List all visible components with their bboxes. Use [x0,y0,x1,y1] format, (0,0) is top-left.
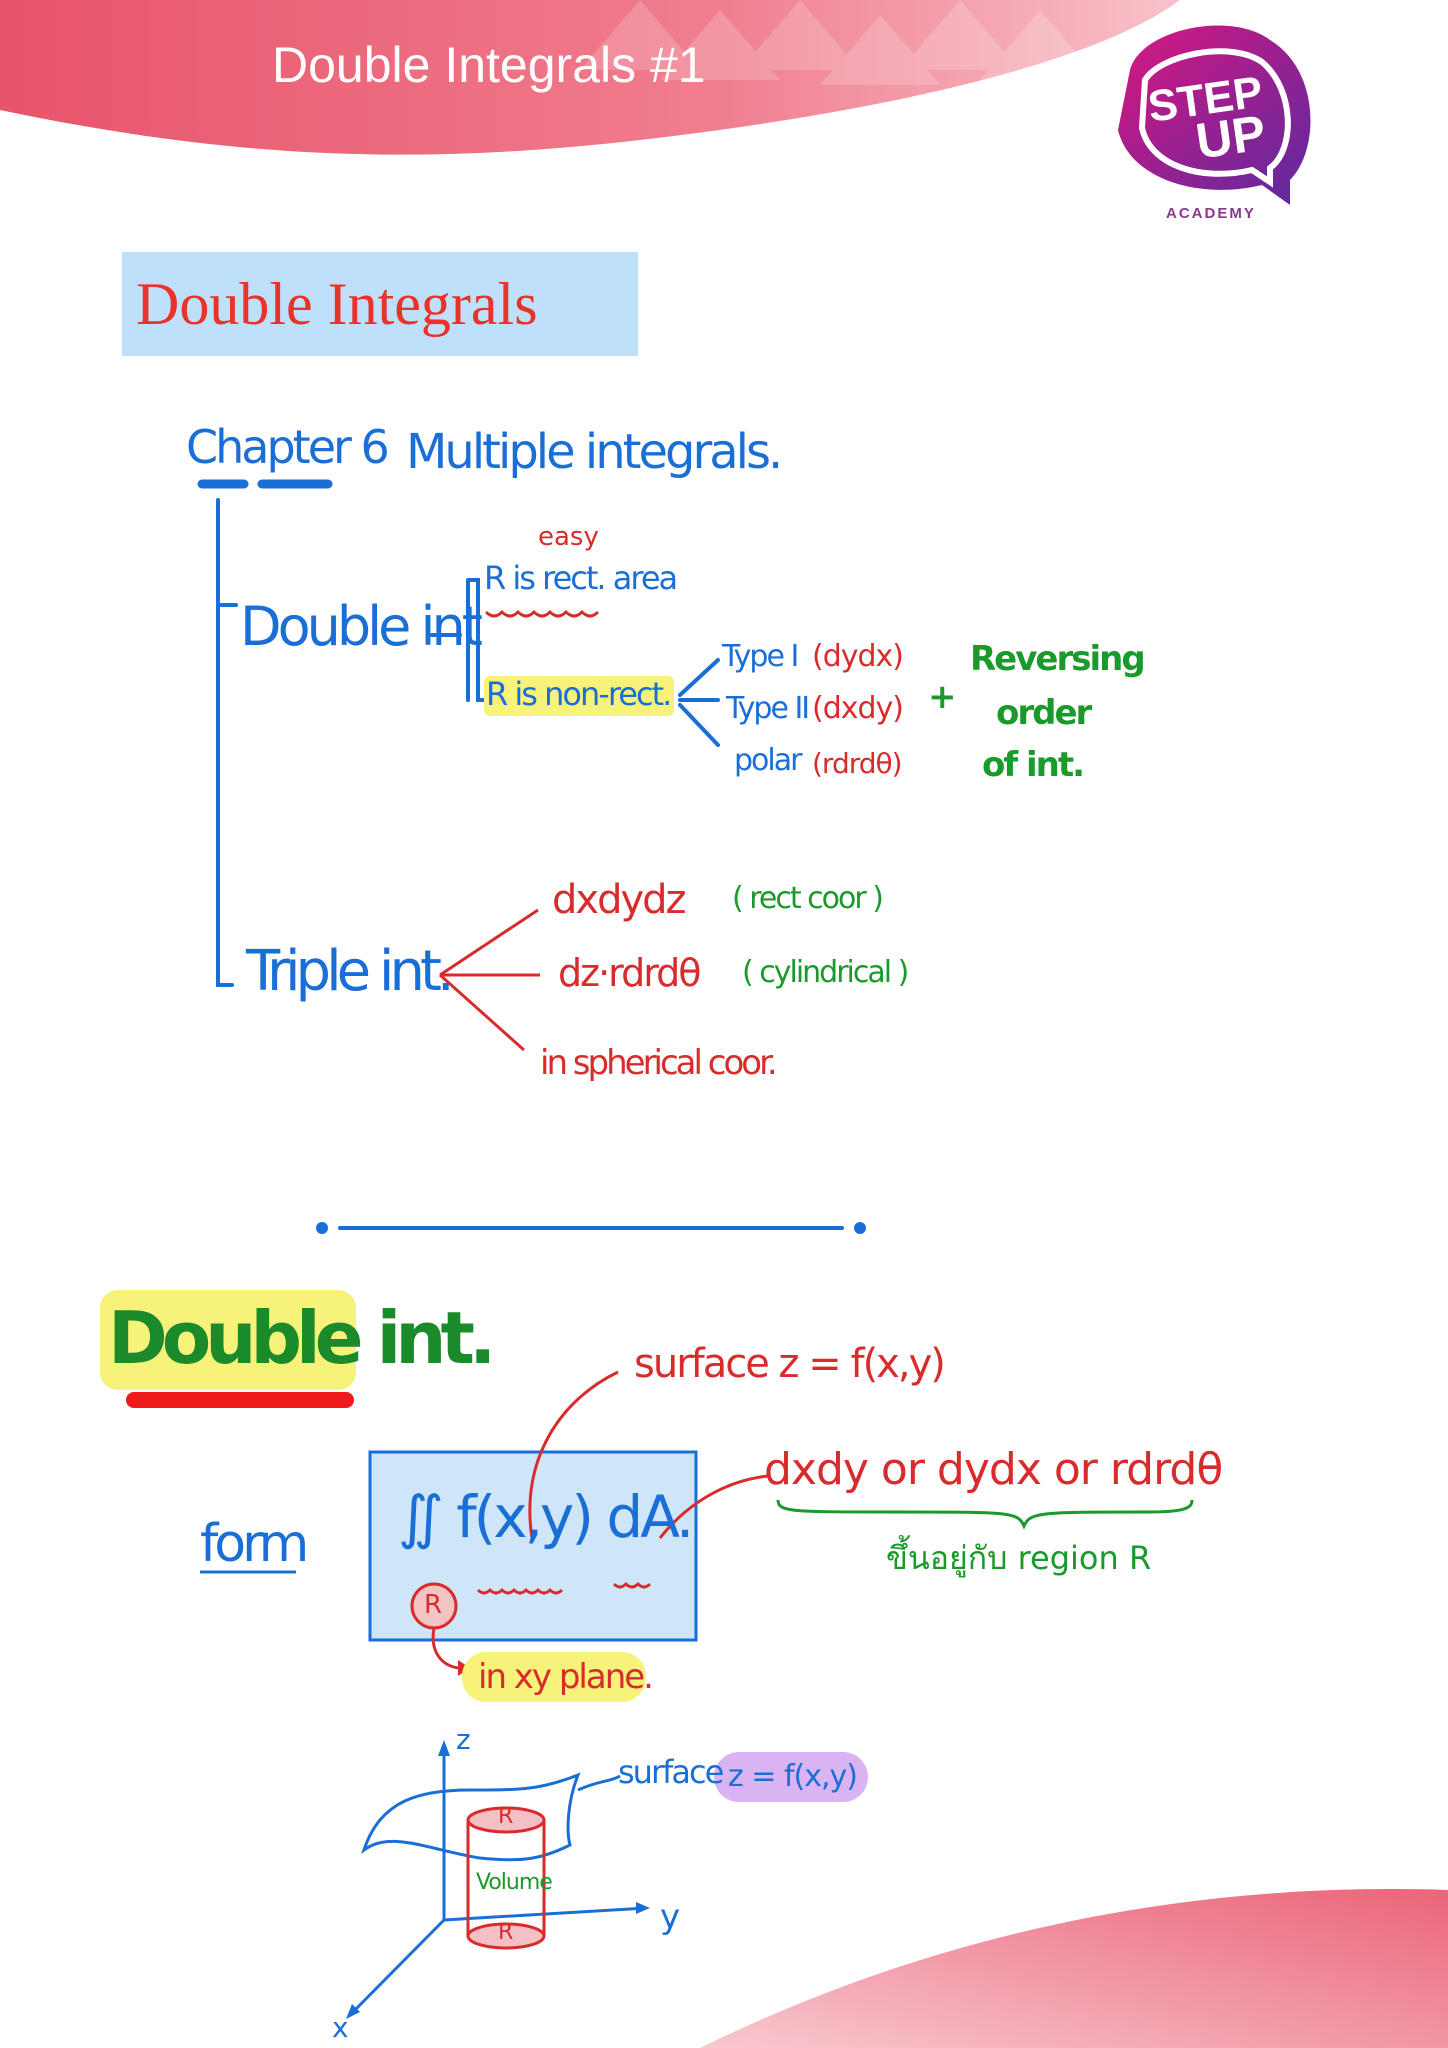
reversing-line-1: Reversing [970,639,1146,679]
reversing-line-2: order [996,693,1092,733]
type-polar-name: polar [734,743,802,778]
double-int-heading: Double int. [108,1296,496,1380]
volume-figure [346,1740,868,2019]
triple-int-label: Triple int. [246,939,455,1004]
logo-up-text: UP [1192,104,1270,170]
depends-note: ขึ้นอยู่กับ region R [886,1539,1152,1577]
figure-bottom-region: R [498,1920,514,1945]
logo-academy-text: ACADEMY [1166,205,1256,222]
double-int-bracket [430,578,488,702]
z-axis-label: z [456,1723,471,1756]
figure-volume-label: Volume [476,1870,553,1895]
x-axis-line [348,1918,446,2017]
dA-note: dxdy or dydx or rdrdθ [764,1444,1223,1495]
region-leader [431,1627,459,1670]
figure-surface-label: surface [618,1753,724,1791]
figure-surface-eq: z = f(x,y) [728,1759,858,1794]
form-label: form [200,1514,309,1574]
surface-leader [528,1370,619,1539]
rect-wavy-underline [484,609,600,618]
depends-brace [776,1499,1194,1530]
easy-note: easy [538,522,599,552]
rect-case: R is rect. area [484,559,678,597]
section-title: Double Integrals [136,271,538,337]
chapter-label: Chapter 6 [186,420,390,474]
chapter-title: Multiple integrals. [406,424,783,480]
type-2-diff: (dxdy) [812,691,904,726]
triple-branch-1-expr: dxdydz [552,877,687,923]
triple-branch-1-note: ( rect coor ) [732,881,884,916]
dA-leader [658,1474,769,1539]
surface-note: surface z = f(x,y) [634,1341,946,1387]
triple-branch-3 [439,973,525,1052]
integral-expression: ∬ f(x,y) dA. [398,1483,694,1551]
plane-note: in xy plane. [478,1657,654,1697]
type-polar-diff: (rdrdθ) [812,747,903,780]
triple-branch-3-expr: in spherical coor. [540,1043,778,1083]
x-axis-label: x [332,2011,349,2044]
heading-highlight [100,1290,356,1390]
type-1-name: Type I [722,639,799,674]
figure-top-region: R [498,1804,514,1829]
surface-sheet [361,1772,581,1862]
reversing-line-3: of int. [982,745,1085,785]
type-2-name: Type II [726,691,810,726]
outline-trunk [216,498,234,987]
separator-dot-left [316,1222,328,1234]
triple-branch-1 [439,908,539,977]
y-axis-label: y [660,1897,681,1937]
separator-dot-right [854,1222,866,1234]
page-header-title: Double Integrals #1 [272,37,706,93]
triple-branch-2-expr: dz·rdrdθ [558,951,702,995]
triple-branch-2-note: ( cylindrical ) [742,955,909,990]
nonrect-case: R is non-rect. [486,675,672,713]
header-band [0,0,1180,155]
plus-sign: + [928,677,957,717]
surface-leader-fig [577,1774,621,1792]
dA-underline [612,1581,652,1589]
header-triangles [580,0,1100,85]
double-int-label: Double int [240,595,483,658]
type-1-diff: (dydx) [812,639,904,674]
fxy-underline [476,1587,564,1595]
nonrect-branches [678,658,720,747]
plane-highlight [462,1652,646,1702]
nonrect-highlight [484,676,674,716]
step-up-logo [1118,25,1311,205]
surface-eq-highlight [714,1752,868,1802]
section-title-box [122,252,638,356]
region-label: R [424,1590,443,1620]
footer-band [700,1889,1448,2048]
